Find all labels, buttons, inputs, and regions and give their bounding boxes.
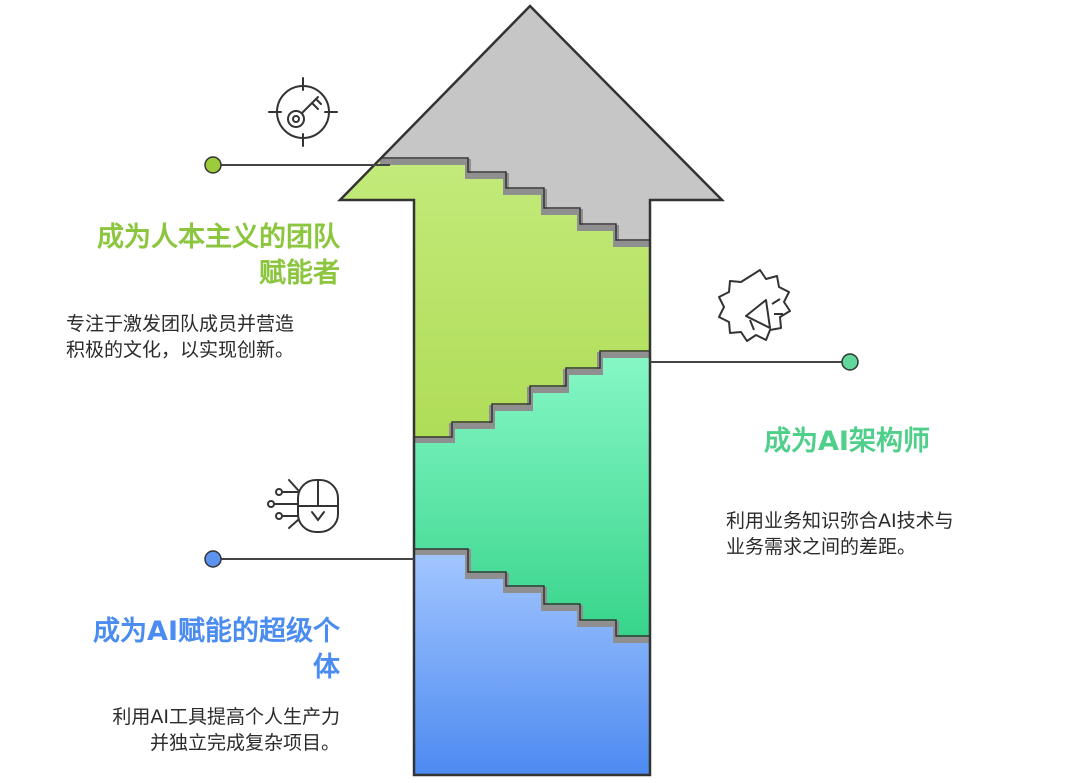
blue-stage-title-line-1: 成为AI赋能的超级个 [93,616,340,647]
blue-stage-description: 利用AI工具提高个人生产力 并独立完成复杂项目。 [40,704,340,756]
teal-connector-dot [841,353,859,371]
green-stage-title-line-2: 赋能者 [259,258,340,289]
teal-top-steps-line [414,350,650,438]
circuit-mouse-icon [267,479,339,533]
blue-stage-band [414,552,650,775]
target-key-icon [268,77,338,147]
teal-stage-description-line-1: 利用业务知识弥合AI技术与 [726,510,954,532]
blue-stage-title-line-2: 体 [313,652,340,683]
blue-stage-description-line-1: 利用AI工具提高个人生产力 [112,706,340,728]
megaphone-gear-icon [718,269,791,342]
arrow-outline [337,4,725,777]
teal-stage-description: 利用业务知识弥合AI技术与 业务需求之间的差距。 [726,508,1026,560]
green-stage-description-line-1: 专注于激发团队成员并营造 [66,313,295,335]
green-stage-title-line-1: 成为人本主义的团队 [97,222,340,253]
green-connector-dot [204,156,222,174]
green-stage-description: 专注于激发团队成员并营造 积极的文化，以实现创新。 [66,311,366,363]
green-stage-description-line-2: 积极的文化，以实现创新。 [66,339,295,361]
teal-stage-description-line-2: 业务需求之间的差距。 [726,536,917,558]
blue-connector-dot [204,550,222,568]
teal-stage-title-line-1: 成为AI架构师 [764,426,930,457]
blue-top-steps-line [414,548,650,637]
blue-stage-title: 成为AI赋能的超级个 体 [40,614,340,686]
green-stage-title: 成为人本主义的团队 赋能者 [40,220,340,292]
teal-stage-title: 成为AI架构师 [764,424,1024,460]
green-top-steps-line [380,157,650,241]
blue-stage-description-line-2: 并独立完成复杂项目。 [149,732,340,754]
arrow-fill [340,6,722,775]
